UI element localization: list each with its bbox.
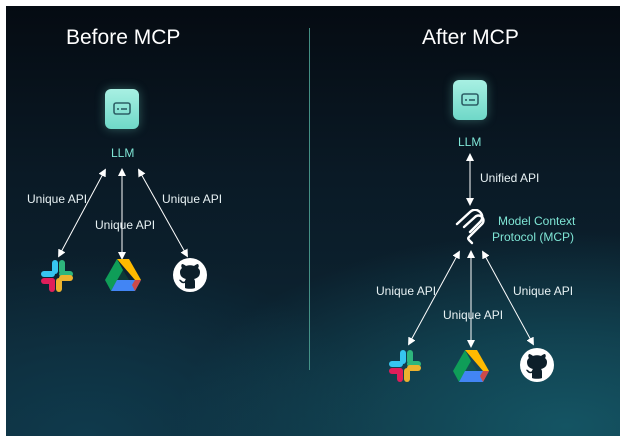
unified-api-label: Unified API — [480, 171, 540, 185]
before-arrow-label-slack: Unique API — [27, 192, 88, 206]
mcp-label-line2: Protocol (MCP) — [492, 230, 575, 244]
after-arrow-github — [482, 250, 534, 346]
before-arrow-slack — [58, 168, 106, 258]
after-mcp-title: After MCP — [422, 26, 519, 49]
before-llm-node — [105, 89, 139, 129]
terminal-window-icon — [113, 102, 131, 115]
github-icon — [173, 258, 207, 292]
google-drive-icon — [453, 350, 489, 382]
after-arrow-label-github: Unique API — [513, 284, 574, 298]
after-google-drive — [452, 349, 490, 388]
after-arrow-label-drive: Unique API — [443, 308, 504, 322]
before-mcp-title: Before MCP — [66, 26, 181, 49]
before-slack — [39, 258, 75, 299]
before-arrow-label-github: Unique API — [162, 192, 223, 206]
after-github — [519, 347, 555, 388]
arrows-layer — [58, 153, 534, 348]
before-arrow-github — [138, 168, 188, 258]
github-icon — [520, 348, 554, 382]
after-llm-node — [453, 80, 487, 120]
before-arrow-label-drive: Unique API — [95, 218, 156, 232]
mcp-node — [453, 208, 487, 252]
google-drive-icon — [105, 259, 141, 291]
divider-line — [309, 28, 310, 370]
after-arrow-label-slack: Unique API — [376, 284, 437, 298]
terminal-window-icon — [461, 93, 479, 106]
diagram-slide: Before MCP After MCP LLM Unique API Uniq… — [6, 6, 620, 436]
slack-icon — [41, 260, 73, 292]
mcp-label-line1: Model Context — [498, 214, 576, 228]
after-arrow-slack — [408, 250, 460, 346]
after-llm-label: LLM — [458, 135, 482, 149]
before-llm-label: LLM — [111, 146, 135, 160]
before-github — [172, 257, 208, 298]
after-slack — [387, 348, 423, 389]
slack-icon — [389, 350, 421, 382]
mcp-logo-icon — [455, 208, 485, 245]
before-google-drive — [104, 258, 142, 297]
